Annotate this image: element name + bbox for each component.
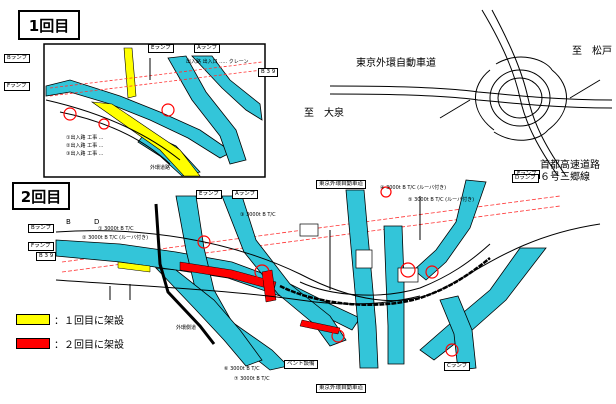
legend-swatch-second [16, 338, 50, 349]
ramp-center-vert-1 [345, 189, 379, 369]
panel2-heavy-curve [279, 257, 491, 306]
panel1-yellow-v [123, 47, 137, 99]
legend-swatch-first [16, 314, 50, 325]
map-shutoko-2: ６号三郷線 [540, 172, 590, 183]
panel1-street: 外環道路 [150, 165, 171, 171]
panel2-tag-bottom-gaikan: 東京外環自動車道 [316, 384, 367, 393]
red-segment-3 [299, 319, 341, 335]
map-gaikan-label: 東京外環自動車道 [356, 58, 436, 69]
panel1-tag-b-ramp: Bランプ [4, 54, 31, 63]
panel1-cranes [63, 103, 175, 130]
panel2-title: 2回目 [12, 182, 70, 210]
panel2-road-d: D [94, 218, 100, 226]
panel2-tag-a-ramp: Aランプ [232, 190, 259, 199]
map-roads [329, 9, 613, 177]
panel1-tag-a-ramp: Aランプ [194, 44, 221, 53]
panel2-side-road: 外環側道 [176, 325, 197, 331]
panel2-tag-b-ramp: Bランプ [28, 224, 55, 233]
panel1-tag-right: B 3 9 [258, 68, 279, 77]
panel1-title: 1回目 [18, 10, 80, 40]
panel2-tag-bottom-mid: ベント設備 [284, 360, 318, 369]
panel1-ramp-left [45, 79, 233, 159]
crane-5 [331, 329, 345, 343]
panel1-note-mid2: ②出入路 工事 ... [66, 143, 104, 149]
panel2-buildings [299, 223, 419, 283]
panel1-ramp-b [191, 55, 263, 121]
ramp-bottom-right [439, 295, 477, 371]
panel1-yellow [90, 47, 201, 177]
panel1-yellow-diag [90, 101, 201, 177]
panel1-note-mid1: ①出入路 工事 ... [66, 135, 104, 141]
panel2-ramps [55, 179, 547, 371]
panel2-road-b: B [66, 218, 71, 226]
crane-1 [254, 264, 270, 280]
panel1-crane-2 [161, 103, 175, 117]
panel1-roads [45, 58, 181, 165]
panel2-tag-gaikan-top: 東京外環自動車道 [316, 180, 367, 189]
crane-3 [400, 262, 416, 278]
panel1-ramp-a [167, 55, 247, 165]
map-shutoko-1: 首都高速道路 [540, 160, 600, 171]
panel2-cranes [197, 186, 459, 357]
panel1-tag-f-ramp: Fランプ [4, 82, 30, 91]
crane-7 [380, 186, 392, 198]
panel2-note-7: ⑦ 3000t B T/C [234, 376, 270, 382]
panel1-tag-e-ramp: Eランプ [148, 44, 174, 53]
panel2-note-4: ④ 3000t B T/C (ルーバ付き) [380, 185, 447, 191]
ramp-center-diag [154, 267, 263, 367]
yellow-segment [117, 261, 151, 273]
crane-4 [425, 265, 439, 279]
panel2-note-6: ⑥ 3000t B T/C [224, 366, 260, 372]
ramp-right-long [419, 247, 547, 361]
panel2-tag-right: B 3 9 [36, 252, 57, 261]
panel1-note-bottom: ③出入路 工事 ... [66, 151, 104, 157]
map-to-matsudo: 至 松戸 [572, 46, 612, 57]
map-to-oizumi: 至 大泉 [304, 108, 344, 119]
panel1-hatch [49, 61, 263, 97]
panel2-note-3: ③ 3000t B T/C [240, 212, 276, 218]
crane-6 [445, 343, 459, 357]
panel1-crane-1 [63, 107, 77, 121]
panel2-note-2: ② 3000t B T/C (ルーバ付き) [82, 235, 149, 241]
panel2-tag-c-ramp: Cランプ [444, 362, 471, 371]
panel2-tag-d-ramp: Dランプ [512, 174, 539, 183]
panel2-tag-f-ramp: Fランプ [28, 242, 54, 251]
panel1-note-top: 出入路 出入口 ..... クレーン [186, 59, 249, 65]
panel2-yellow [117, 261, 151, 273]
panel1-crane-3 [98, 118, 110, 130]
legend-label-first: ：１回目に架設 [54, 316, 124, 327]
panel2-note-5: ⑤ 3000t B T/C (ルーバ付き) [408, 197, 475, 203]
panel2-note-1: ① 3000t B T/C [98, 226, 134, 232]
panel2-roads [55, 196, 601, 305]
crane-2 [197, 235, 211, 249]
ramp-center-vert-2 [383, 225, 405, 365]
ramp-top-right [413, 179, 487, 281]
panel2-heavy-road [154, 203, 216, 345]
legend-label-second: ：２回目に架設 [54, 340, 124, 351]
panel2-tag-e-ramp: Eランプ [196, 190, 222, 199]
